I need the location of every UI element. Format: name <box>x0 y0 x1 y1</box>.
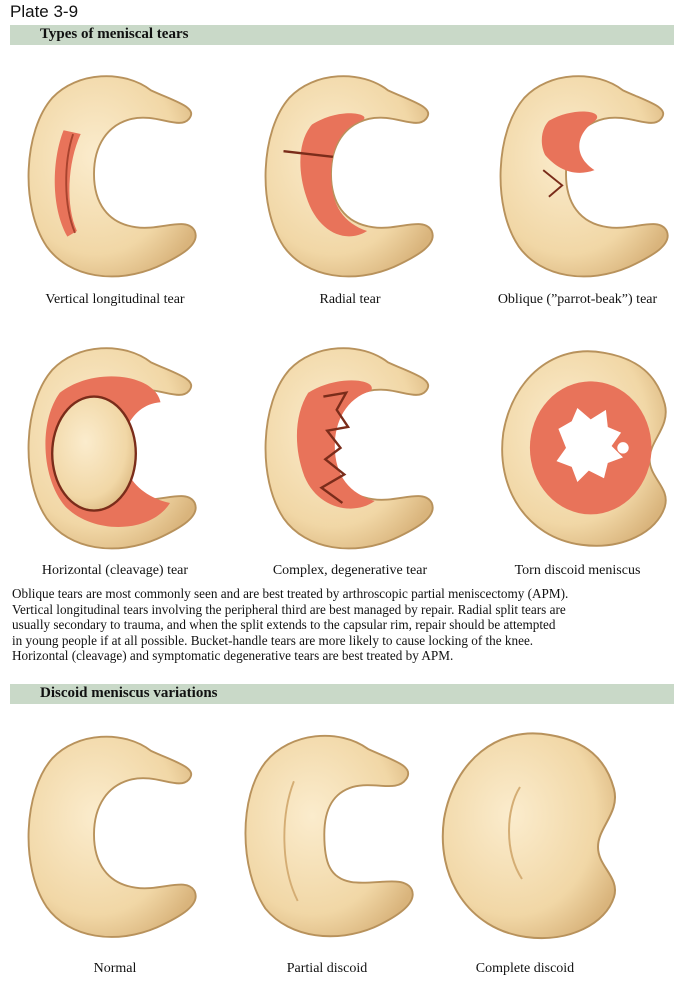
meniscus-figure-complex <box>255 330 445 560</box>
meniscus-figure-horizontal <box>18 330 208 560</box>
meniscus-figure-partial-discoid <box>235 716 425 951</box>
meniscus-figure-radial <box>255 58 445 288</box>
caption-normal: Normal <box>93 961 137 976</box>
meniscus-figure-vertical-longitudinal <box>18 58 208 288</box>
caption-vertical-longitudinal: Vertical longitudinal tear <box>45 292 185 307</box>
paragraph-line: Vertical longitudinal tears involving th… <box>12 601 566 617</box>
section-title-tears: Types of meniscal tears <box>40 26 189 42</box>
meniscus-figure-torn-discoid <box>490 330 680 560</box>
caption-partial-discoid: Partial discoid <box>286 961 368 976</box>
plate-label: Plate 3-9 <box>10 2 79 21</box>
meniscus-figure-complete-discoid <box>430 712 630 952</box>
description-paragraph: Oblique tears are most commonly seen and… <box>12 586 676 664</box>
meniscus-figure-normal <box>18 716 208 951</box>
paragraph-line: usually secondary to trauma, and when th… <box>12 617 556 633</box>
section-title-discoid: Discoid meniscus variations <box>40 685 218 701</box>
paragraph-line: Horizontal (cleavage) and symptomatic de… <box>12 648 454 664</box>
meniscus-figure-oblique <box>490 58 680 288</box>
section-header-discoid: Discoid meniscus variations <box>10 684 674 704</box>
caption-complete-discoid: Complete discoid <box>475 961 575 976</box>
caption-horizontal: Horizontal (cleavage) tear <box>41 563 189 578</box>
caption-radial: Radial tear <box>319 292 381 307</box>
caption-torn-discoid: Torn discoid meniscus <box>514 563 641 578</box>
paragraph-line: Oblique tears are most commonly seen and… <box>12 586 569 601</box>
section-header-tears: Types of meniscal tears <box>10 25 674 45</box>
caption-oblique: Oblique (”parrot-beak”) tear <box>497 292 658 307</box>
caption-complex: Complex, degenerative tear <box>272 563 428 578</box>
paragraph-line: in young people if at all possible. Buck… <box>12 632 534 648</box>
